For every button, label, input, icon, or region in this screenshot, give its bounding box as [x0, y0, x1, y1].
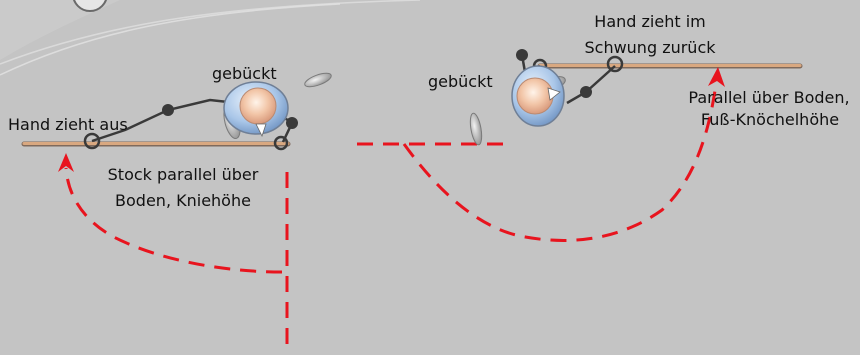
- joint-dot: [162, 104, 174, 116]
- left-hand-circle: [83, 132, 101, 150]
- left-arrow-head: [58, 153, 74, 172]
- right-swing-path: [357, 83, 718, 242]
- left-stick-label-line1: Stock parallel über: [107, 165, 259, 184]
- right-hand-label-line1: Hand zieht im: [594, 12, 706, 31]
- left-hand-label: Hand zieht aus: [8, 115, 128, 134]
- corner-circle-icon: [73, 0, 107, 12]
- left-swing-path: [64, 167, 289, 352]
- left-arm: [83, 98, 298, 151]
- figure-top-view-left: [223, 81, 289, 140]
- shoe-icon: [469, 112, 483, 146]
- right-stick: [537, 63, 803, 69]
- right-hand-label-line2: Schwung zurück: [584, 38, 716, 57]
- right-stick-label-line2: Fuß-Knöchelhöhe: [700, 110, 840, 129]
- shoe-icon: [304, 72, 332, 88]
- left-stick: [21, 141, 291, 147]
- right-hand-circle: [273, 135, 289, 151]
- right-hand-circle: [606, 55, 624, 73]
- background-swoosh: [0, 0, 421, 76]
- joint-dot: [286, 117, 298, 129]
- joint-dot: [580, 86, 592, 98]
- left-stick-label-line2: Boden, Kniehöhe: [115, 191, 251, 210]
- right-arrow-head: [708, 67, 725, 87]
- figure-top-view-right: [511, 65, 566, 127]
- right-bent-label: gebückt: [428, 72, 493, 91]
- left-bent-label: gebückt: [212, 64, 277, 83]
- right-stick-label-line1: Parallel über Boden,: [688, 88, 850, 107]
